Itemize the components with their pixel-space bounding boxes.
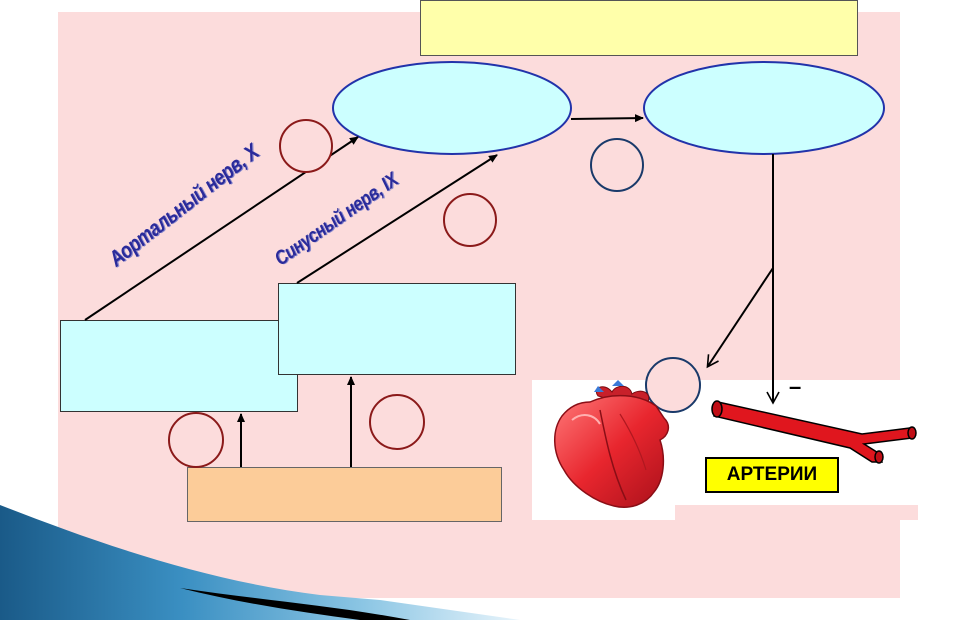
marker-circle-heart (645, 357, 701, 413)
top-box (420, 0, 858, 56)
arteries-label: АРТЕРИИ (705, 457, 839, 493)
organ-panel-cut (675, 505, 918, 520)
center-oval-right (643, 61, 885, 155)
receptor-box-aortic (60, 320, 298, 412)
center-oval-left (332, 61, 572, 155)
marker-circle-sinus-nerve (443, 193, 497, 247)
efferent-heart-arrow (706, 267, 774, 369)
receptor-box-sinus (278, 283, 516, 375)
marker-circle-bottom-mid (369, 394, 425, 450)
marker-circle-bottom-left (168, 412, 224, 468)
marker-circle-connector (590, 138, 644, 192)
oval-connector-arrow (570, 114, 644, 123)
marker-circle-aortic-nerve (279, 119, 333, 173)
sinus-nerve-arrow (296, 154, 498, 284)
heart-illustration (554, 380, 670, 508)
minus-sign: – (789, 374, 801, 399)
bottom-box (187, 467, 502, 522)
artery-illustration (711, 400, 917, 464)
